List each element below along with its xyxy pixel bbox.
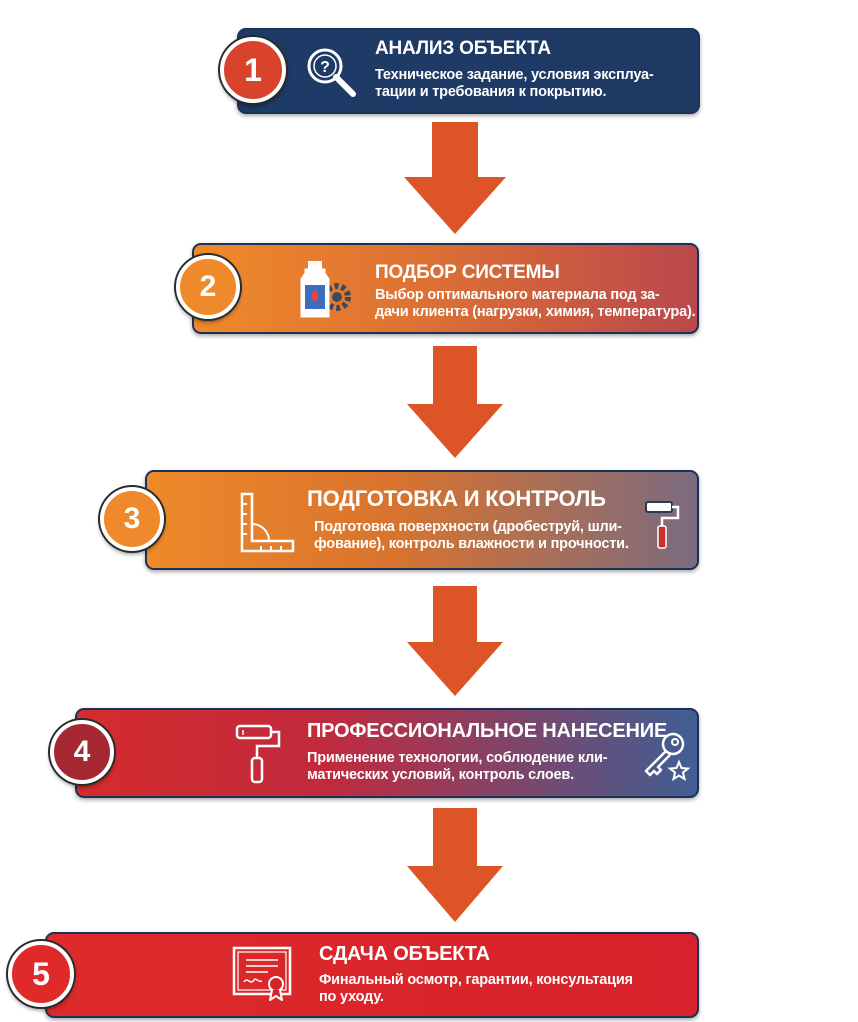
step-number-badge-1: 1 — [220, 37, 286, 103]
step-description: Техническое задание, условия эксплуа- та… — [375, 67, 654, 100]
certificate-icon — [232, 946, 292, 1001]
step-card-5: СДАЧА ОБЪЕКТА Финальный осмотр, гарантии… — [45, 932, 699, 1018]
step-description: Выбор оптимального материала под за- дач… — [375, 287, 696, 320]
paint-roller-icon — [645, 501, 680, 549]
step-card-3: ПОДГОТОВКА И КОНТРОЛЬ Подготовка поверхн… — [145, 470, 699, 570]
ruler-square-icon — [240, 492, 295, 553]
step-number-badge-4: 4 — [50, 720, 114, 784]
step-description: Применение технологии, соблюдение кли- м… — [307, 750, 608, 783]
step-number-badge-3: 3 — [100, 487, 164, 551]
step-title: ПОДГОТОВКА И КОНТРОЛЬ — [307, 486, 606, 511]
flow-arrow-4 — [407, 808, 503, 922]
step-description: Подготовка поверхности (дробеструй, шли-… — [314, 519, 629, 552]
step-card-1: ? АНАЛИЗ ОБЪЕКТА Техническое задание, ус… — [237, 28, 700, 114]
step-title: ПОДБОР СИСТЕМЫ — [375, 262, 560, 283]
step-description: Финальный осмотр, гарантии, консультация… — [319, 972, 633, 1005]
step-number-badge-2: 2 — [176, 255, 240, 319]
step-card-2: ПОДБОР СИСТЕМЫ Выбор оптимального матери… — [192, 243, 699, 334]
key-star-icon — [644, 732, 691, 782]
bottle-gear-icon — [300, 261, 351, 318]
flow-arrow-1 — [404, 122, 506, 234]
step-title: СДАЧА ОБЪЕКТА — [319, 943, 490, 965]
step-card-4: ПРОФЕССИОНАЛЬНОЕ НАНЕСЕНИЕ Применение те… — [75, 708, 699, 798]
svg-text:?: ? — [320, 59, 330, 76]
paint-roller-icon — [235, 724, 281, 784]
step-title: ПРОФЕССИОНАЛЬНОЕ НАНЕСЕНИЕ — [307, 720, 668, 742]
step-title: АНАЛИЗ ОБЪЕКТА — [375, 38, 551, 59]
flow-arrow-2 — [407, 346, 503, 458]
magnifier-question-icon: ? — [307, 48, 356, 97]
flow-arrow-3 — [407, 586, 503, 696]
step-number-badge-5: 5 — [8, 941, 74, 1007]
